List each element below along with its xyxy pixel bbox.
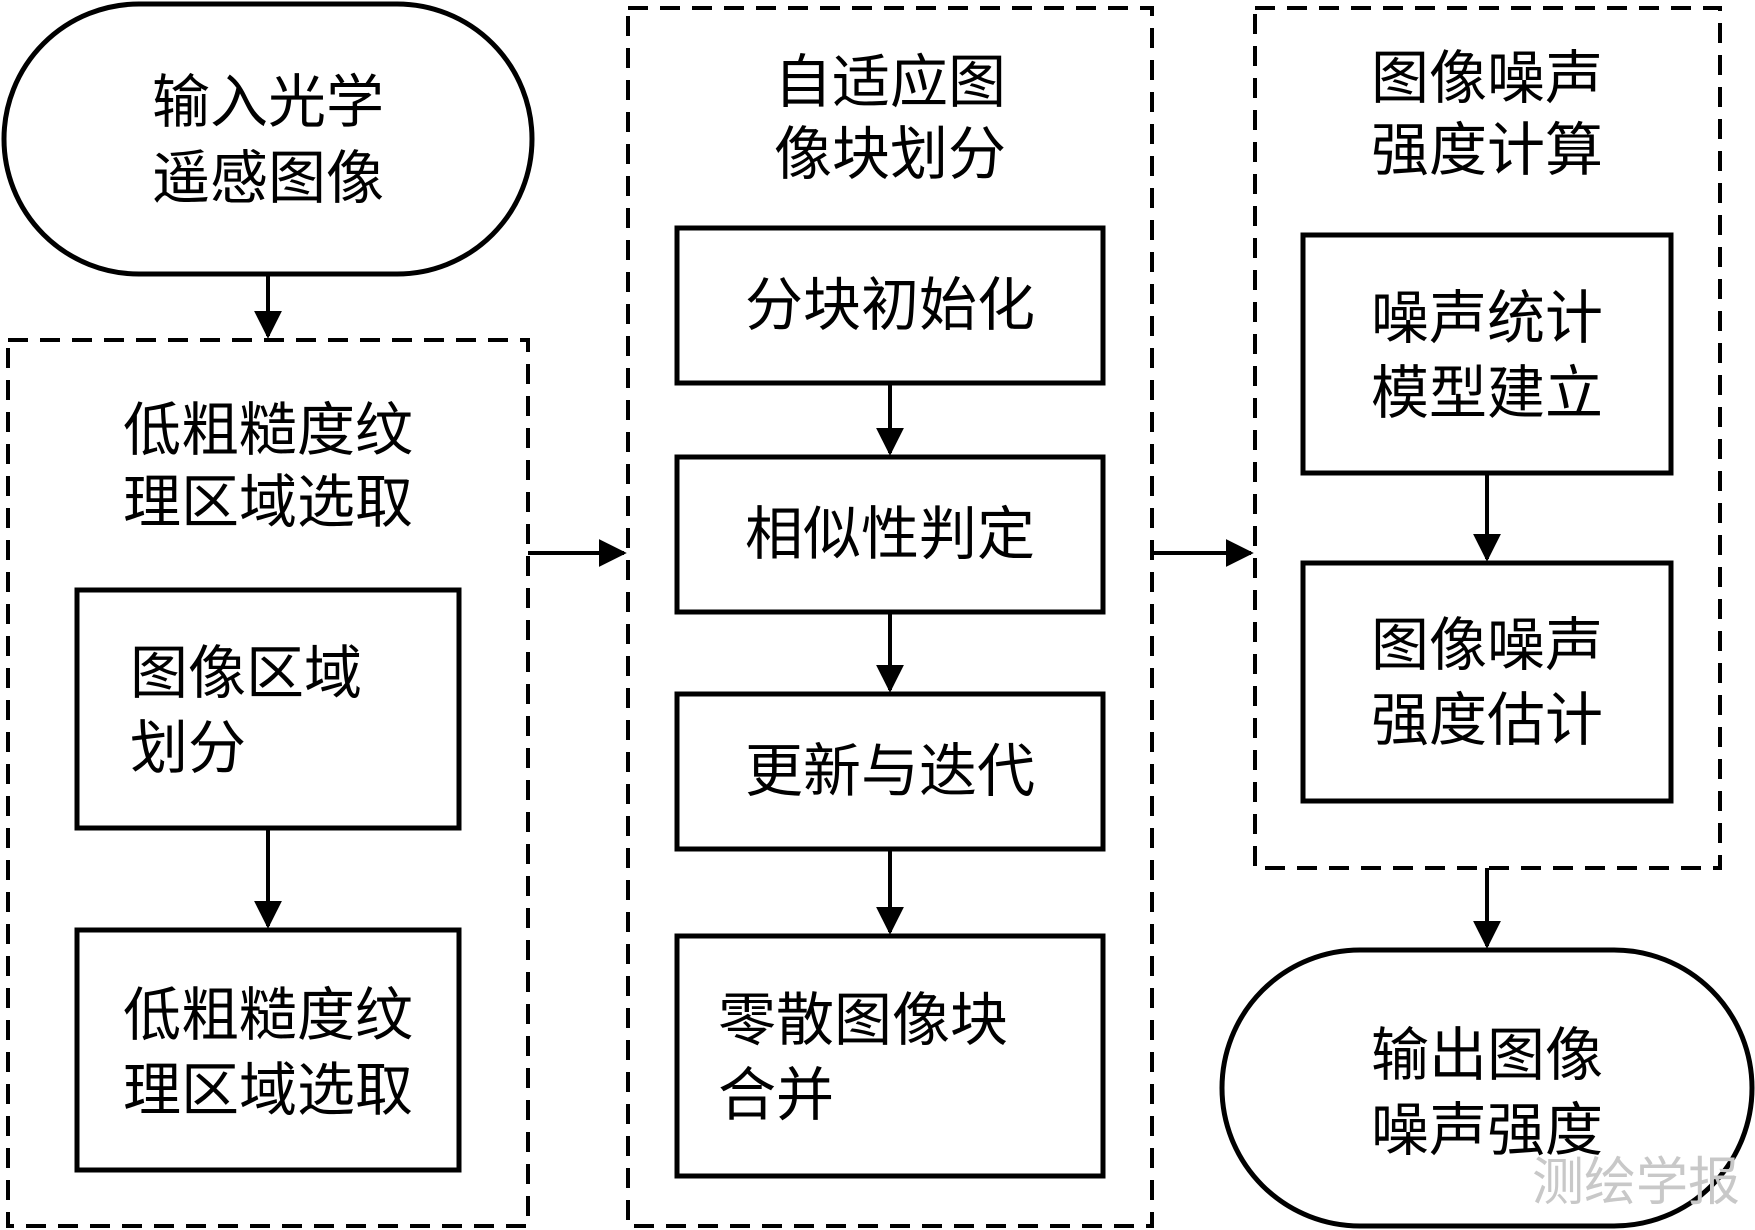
step-low-roughness-selection-line-1: 低粗糙度纹 bbox=[123, 981, 413, 1049]
group-block-title-line-1: 自适应图 bbox=[774, 48, 1006, 116]
step-block-init: 分块初始化 bbox=[674, 225, 1106, 386]
step-image-region-division: 图像区域 划分 bbox=[74, 587, 462, 831]
step-similarity-check-label: 相似性判定 bbox=[745, 500, 1035, 568]
step-merge-blocks-line-1: 零散图像块 bbox=[718, 986, 1008, 1054]
start-terminator: 输入光学 遥感图像 bbox=[1, 1, 535, 277]
start-line-1: 输入光学 bbox=[152, 68, 384, 136]
group-block-division: 自适应图 像块划分 bbox=[626, 6, 1154, 1228]
step-merge-blocks: 零散图像块 合并 bbox=[674, 933, 1106, 1179]
step-noise-model: 噪声统计 模型建立 bbox=[1300, 232, 1674, 476]
group-noise-calculation: 图像噪声 强度计算 bbox=[1253, 6, 1722, 870]
step-similarity-check: 相似性判定 bbox=[674, 454, 1106, 615]
group-noise-title-line-2: 强度计算 bbox=[1371, 116, 1603, 184]
group-texture-selection: 低粗糙度纹 理区域选取 bbox=[6, 338, 530, 1228]
step-low-roughness-selection-line-2: 理区域选取 bbox=[123, 1056, 413, 1124]
watermark: 测绘学报 bbox=[1532, 1153, 1740, 1213]
group-texture-title-line-1: 低粗糙度纹 bbox=[123, 396, 413, 464]
step-merge-blocks-line-2: 合并 bbox=[718, 1061, 834, 1129]
step-noise-estimate: 图像噪声 强度估计 bbox=[1300, 560, 1674, 804]
group-texture-title-line-2: 理区域选取 bbox=[123, 468, 413, 536]
group-noise-title-line-1: 图像噪声 bbox=[1371, 44, 1603, 112]
step-low-roughness-selection: 低粗糙度纹 理区域选取 bbox=[74, 927, 462, 1173]
step-update-iterate: 更新与迭代 bbox=[674, 691, 1106, 852]
end-line-1: 输出图像 bbox=[1371, 1021, 1603, 1089]
end-terminator: 输出图像 噪声强度 bbox=[1219, 947, 1755, 1229]
step-image-region-division-line-1: 图像区域 bbox=[130, 639, 362, 707]
step-noise-estimate-line-1: 图像噪声 bbox=[1371, 611, 1603, 679]
group-block-title-line-2: 像块划分 bbox=[774, 120, 1006, 188]
step-noise-model-line-2: 模型建立 bbox=[1371, 359, 1603, 427]
step-noise-model-line-1: 噪声统计 bbox=[1371, 284, 1603, 352]
step-image-region-division-line-2: 划分 bbox=[130, 714, 246, 782]
end-line-2: 噪声强度 bbox=[1371, 1096, 1603, 1164]
step-noise-estimate-line-2: 强度估计 bbox=[1371, 686, 1603, 754]
start-line-2: 遥感图像 bbox=[152, 144, 384, 212]
step-block-init-label: 分块初始化 bbox=[745, 271, 1035, 339]
step-update-iterate-label: 更新与迭代 bbox=[745, 737, 1035, 805]
